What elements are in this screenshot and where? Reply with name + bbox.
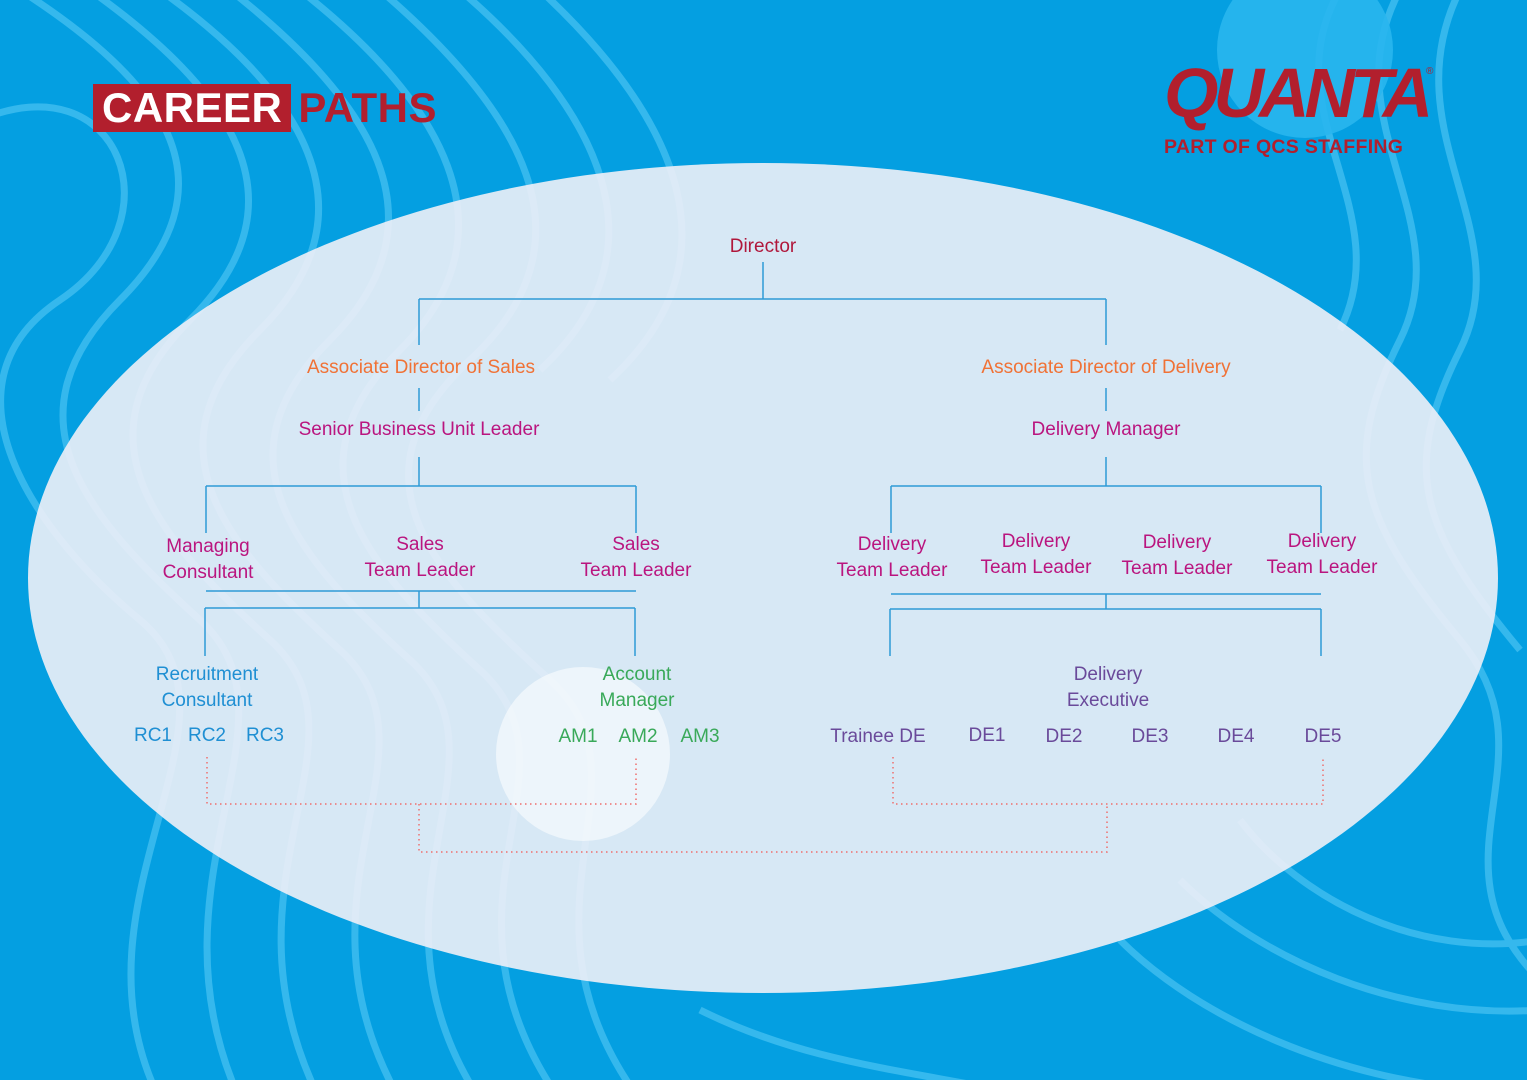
node-delivery-team-leader-2: Delivery Team Leader — [980, 531, 1092, 578]
node-associate-director-sales: Associate Director of Sales — [306, 357, 536, 378]
node-delivery-manager: Delivery Manager — [1031, 419, 1181, 440]
level-de5: DE5 — [1304, 726, 1342, 747]
node-account-manager: Account Manager — [599, 664, 675, 711]
quanta-logo: QUANTA ® PART OF QCS STAFFING — [1164, 58, 1439, 158]
level-am2: AM2 — [618, 726, 658, 747]
node-delivery-executive: Delivery Executive — [1066, 664, 1150, 711]
level-rc1: RC1 — [133, 725, 173, 746]
node-associate-director-delivery: Associate Director of Delivery — [981, 357, 1231, 378]
logo-tagline: PART OF QCS STAFFING — [1164, 136, 1404, 158]
level-am1: AM1 — [558, 726, 598, 747]
node-director: Director — [729, 236, 797, 257]
level-trainee-de: Trainee DE — [830, 726, 926, 747]
level-de1: DE1 — [968, 725, 1006, 746]
title-rest: PATHS — [298, 84, 437, 131]
node-delivery-team-leader-4: Delivery Team Leader — [1266, 531, 1378, 578]
level-de2: DE2 — [1045, 726, 1083, 747]
node-sales-team-leader-2: Sales Team Leader — [580, 534, 692, 581]
level-de4: DE4 — [1217, 726, 1255, 747]
node-recruitment-consultant: Recruitment Consultant — [155, 664, 259, 711]
node-delivery-team-leader-3: Delivery Team Leader — [1121, 532, 1233, 579]
node-managing-consultant: Managing Consultant — [162, 536, 254, 583]
title-highlight: CAREER — [93, 84, 292, 132]
level-de3: DE3 — [1131, 726, 1169, 747]
level-am3: AM3 — [680, 726, 720, 747]
node-sales-team-leader-1: Sales Team Leader — [364, 534, 476, 581]
node-senior-business-unit-leader: Senior Business Unit Leader — [298, 419, 540, 440]
level-rc2: RC2 — [187, 725, 227, 746]
node-delivery-team-leader-1: Delivery Team Leader — [836, 534, 948, 581]
logo-registered-mark: ® — [1426, 66, 1434, 77]
logo-wordmark: QUANTA — [1164, 54, 1433, 132]
level-rc3: RC3 — [245, 725, 285, 746]
page-title: CAREER PATHS — [93, 84, 437, 132]
